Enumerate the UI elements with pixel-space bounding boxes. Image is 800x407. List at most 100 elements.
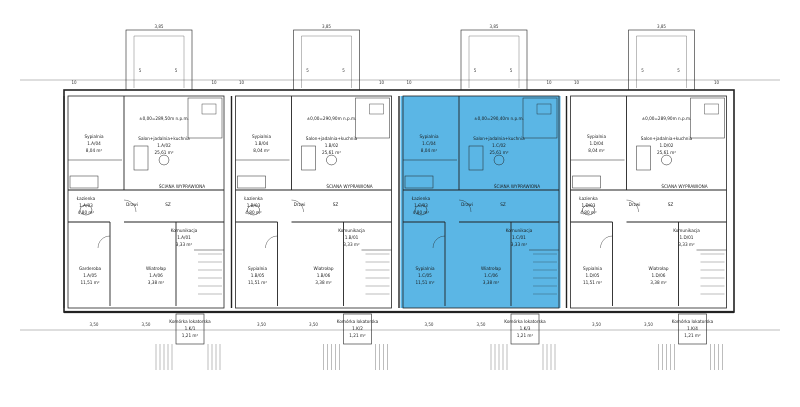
dimension-text: 10 — [71, 80, 77, 85]
unit-outline — [402, 95, 560, 309]
dimension-text: 10 — [546, 80, 552, 85]
kitchen-counter — [522, 97, 558, 139]
room-label: 1.B/03 — [247, 203, 261, 208]
bathtub — [572, 175, 601, 189]
room-label: 1.A/02 — [157, 143, 171, 148]
room-label: 4,80 m² — [78, 210, 95, 215]
room-label: Komunikacja — [171, 228, 198, 233]
sink — [201, 103, 217, 115]
room-label: Łazienka — [76, 196, 96, 201]
sink — [536, 103, 552, 115]
room-label: 3,38 m² — [483, 280, 500, 285]
bathtub — [237, 175, 266, 189]
dimension-text: 3,50 — [592, 322, 601, 327]
room-label: Sypialnia — [419, 134, 439, 139]
room-label: 1.A/06 — [149, 273, 163, 278]
room-label: Sypialnia — [415, 266, 435, 271]
storage-outline — [343, 313, 372, 345]
dimension-text: 10 — [239, 80, 245, 85]
room-label: Łazienka — [578, 196, 598, 201]
room-label: Sypialnia — [583, 266, 603, 271]
room-label: 4,80 m² — [245, 210, 262, 215]
unit-highlight — [400, 96, 561, 308]
room-label: Garderoba — [79, 266, 102, 271]
door-swing — [265, 235, 278, 249]
room-label: Sypialnia — [248, 266, 268, 271]
bathtub — [404, 175, 434, 189]
dimension-text: 5 — [677, 68, 680, 73]
annex-label: Komórka lokatorska — [504, 319, 546, 324]
room-label: Wiatrołap — [146, 266, 166, 271]
dimension-text: 5 — [139, 68, 142, 73]
room-label: 11,51 m² — [415, 280, 434, 285]
annex-label: 1.K/1 — [185, 326, 196, 331]
room-label: 8,04 m² — [421, 148, 438, 153]
room-label: Salon+jadalnia+kuchnia — [138, 136, 190, 141]
dimension-text: 5 — [474, 68, 477, 73]
dimension-text: 5 — [306, 68, 309, 73]
room-label: 1.C/01 — [512, 235, 526, 240]
room-label: 4,80 m² — [580, 210, 597, 215]
cabinet-tag: SZ — [500, 202, 506, 207]
room-label: 1.D/05 — [586, 273, 600, 278]
room-label: Salon+jadalnia+kuchnia — [306, 136, 358, 141]
annex-label: 1,21 m² — [182, 333, 199, 338]
dimension-text: 5 — [510, 68, 513, 73]
wall-note: ŚCIANA WYPRAWIONA — [661, 184, 707, 189]
dimension-text: 5 — [342, 68, 345, 73]
dimension-text: 10 — [379, 80, 385, 85]
room-label: Komunikacja — [673, 228, 700, 233]
room-label: Sypialnia — [84, 134, 104, 139]
room-label: 3,33 m² — [176, 242, 193, 247]
room-label: 1.C/06 — [484, 273, 498, 278]
sink — [369, 103, 384, 115]
room-label: Komunikacja — [338, 228, 365, 233]
room-label: Salon+jadalnia+kuchnia — [473, 136, 525, 141]
door-tag: Drzwi — [126, 202, 138, 207]
toilet — [414, 204, 428, 216]
storage-outline — [678, 313, 707, 345]
toilet — [582, 204, 595, 216]
room-label: 3,33 m² — [511, 242, 528, 247]
door-swing — [458, 199, 472, 213]
room-label: Salon+jadalnia+kuchnia — [641, 136, 693, 141]
room-label: 1.A/05 — [83, 273, 97, 278]
dimension-text: 10 — [406, 80, 412, 85]
dimension-text: 3,85 — [155, 24, 164, 29]
unit-outline — [67, 95, 225, 309]
storage-outline — [175, 313, 205, 345]
terrace-outline — [125, 29, 193, 91]
sink — [704, 103, 719, 115]
elevation-label: ±0,00=290,40m n.p.m. — [474, 116, 524, 121]
room-label: 3,33 m² — [678, 242, 695, 247]
annex-label: 1.K/3 — [520, 326, 531, 331]
round-table — [326, 154, 337, 166]
wall-note: ŚCIANA WYPRAWIONA — [494, 184, 540, 189]
dimension-text: 3,50 — [142, 322, 151, 327]
dimension-text: 3,85 — [657, 24, 666, 29]
annex-label: Komórka lokatorska — [337, 319, 379, 324]
room-label: 25,61 m² — [657, 150, 676, 155]
round-table — [661, 154, 672, 166]
room-label: 1.D/02 — [660, 143, 674, 148]
room-label: 8,04 m² — [588, 148, 605, 153]
room-label: Komunikacja — [506, 228, 533, 233]
round-table — [493, 154, 505, 166]
annex-label: Komórka lokatorska — [169, 319, 211, 324]
annex-label: 1,21 m² — [684, 333, 701, 338]
room-label: 25,61 m² — [154, 150, 173, 155]
terrace-outline — [628, 29, 695, 91]
room-label: 1.B/06 — [317, 273, 331, 278]
room-label: 1.D/04 — [590, 141, 604, 146]
dimension-text: 10 — [211, 80, 217, 85]
annex-label: 1.K/4 — [687, 326, 698, 331]
annex-label: 1,21 m² — [517, 333, 534, 338]
door-tag: Drzwi — [629, 202, 641, 207]
toilet — [79, 204, 93, 216]
annex-label: Komórka lokatorska — [672, 319, 714, 324]
door-swing — [432, 235, 446, 249]
